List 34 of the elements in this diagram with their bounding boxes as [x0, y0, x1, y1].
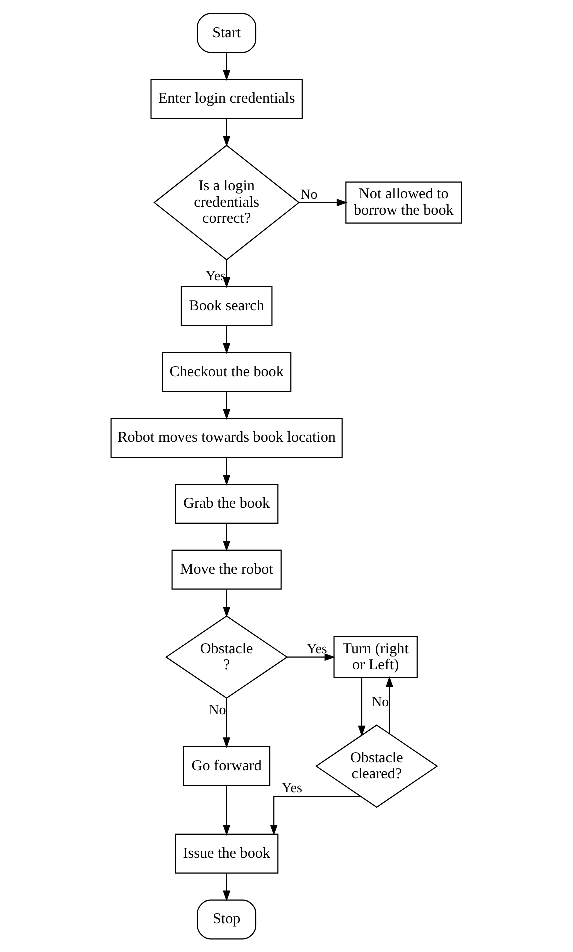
node-box: Start	[197, 12, 257, 53]
arrow	[223, 589, 231, 618]
arrow	[386, 676, 394, 734]
arrow	[223, 457, 231, 486]
node-box: Checkout the book	[162, 352, 292, 392]
arrow	[223, 523, 231, 552]
arrow	[223, 326, 231, 354]
arrow	[223, 118, 231, 146]
arrow	[358, 678, 366, 736]
arrow	[287, 653, 336, 661]
arrow	[223, 392, 231, 420]
node-box: Turn (right or Left)	[334, 636, 418, 678]
node-box: Book search	[180, 286, 273, 326]
node-diamond: Is a login credentials correct?	[154, 144, 300, 260]
arrow	[299, 198, 348, 206]
node-box: Issue the book	[175, 833, 279, 874]
arrow	[223, 52, 231, 81]
node-diamond: Obstacle ?	[165, 615, 288, 699]
arrow	[223, 698, 231, 748]
edge-label: No	[209, 702, 226, 718]
node-box: Grab the book	[175, 484, 279, 524]
node-box: Not allowed to borrow the book	[346, 181, 462, 224]
arrow	[223, 873, 231, 902]
edge-label: No	[372, 694, 390, 710]
node-box: Go forward	[183, 746, 271, 786]
edge-label: No	[300, 186, 318, 202]
edge-label: Yes	[282, 780, 302, 796]
arrow	[270, 796, 361, 836]
arrow	[223, 786, 231, 836]
edge-label: Yes	[306, 640, 328, 657]
node-box: Robot moves towards book location	[110, 418, 343, 458]
node-box: Move the robot	[172, 549, 282, 590]
node-box: Enter login credentials	[150, 78, 303, 119]
node-box: Stop	[197, 899, 257, 940]
